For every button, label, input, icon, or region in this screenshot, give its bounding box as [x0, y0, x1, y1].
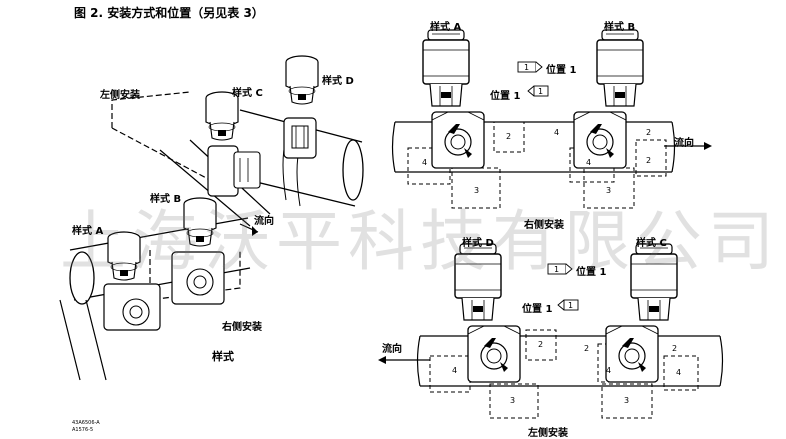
top-flow-label: 流向 [674, 138, 694, 149]
top-num-3b: 3 [606, 186, 612, 195]
top-tag-1-right: 1 [524, 63, 530, 72]
bottom-num-3b: 3 [624, 396, 630, 405]
bottom-position-1-right: 位置 1 [576, 267, 607, 278]
iso-style-c-label: 样式 C [232, 88, 263, 99]
top-num-4b: 4 [422, 158, 428, 167]
bottom-position-1-left: 位置 1 [522, 304, 553, 315]
bottom-tag-1-left: 1 [568, 301, 574, 310]
figure-title: 图 2. 安装方式和位置（另见表 3） [74, 6, 264, 20]
top-right-view [391, 29, 712, 209]
iso-flow-label: 流向 [254, 216, 274, 227]
watermark: 上海沃平科技有限公司 [60, 203, 780, 280]
bottom-tag-1-right: 1 [554, 265, 560, 274]
iso-style-b-label: 样式 B [150, 194, 182, 205]
bottom-num-3a: 3 [510, 396, 516, 405]
top-tag-1-left: 1 [538, 87, 544, 96]
bottom-style-right-label: 样式 C [636, 238, 667, 249]
figure-code-1: 43A6506-A [72, 420, 100, 426]
top-style-left-label: 样式 A [430, 22, 462, 33]
bottom-right-view [378, 243, 724, 419]
top-position-1-right: 位置 1 [546, 65, 577, 76]
bottom-num-4c: 4 [676, 368, 682, 377]
top-num-2b: 2 [646, 156, 652, 165]
bottom-mount-label: 左侧安装 [528, 428, 568, 439]
top-num-2a: 2 [506, 132, 512, 141]
top-num-3a: 3 [474, 186, 480, 195]
iso-left-mount-label: 左侧安装 [100, 90, 140, 101]
top-num-4c: 4 [586, 158, 592, 167]
bottom-style-left-label: 样式 D [462, 238, 494, 249]
figure-code-2: A1576-5 [72, 427, 94, 433]
bottom-flow-label: 流向 [382, 344, 402, 355]
top-position-1-left: 位置 1 [490, 91, 521, 102]
top-mount-label: 右侧安装 [524, 220, 564, 231]
isometric-view [59, 55, 364, 381]
top-num-2c: 2 [646, 128, 652, 137]
top-style-right-label: 样式 B [604, 22, 636, 33]
bottom-num-4b: 4 [606, 366, 612, 375]
iso-right-mount-label: 右侧安装 [222, 322, 262, 333]
iso-style-a-label: 样式 A [72, 226, 104, 237]
bottom-num-2a: 2 [538, 340, 544, 349]
iso-caption: 样式 [212, 350, 234, 363]
top-num-4a: 4 [554, 128, 560, 137]
iso-style-d-label: 样式 D [322, 76, 354, 87]
bottom-num-4a: 4 [452, 366, 458, 375]
bottom-num-2b: 2 [584, 344, 590, 353]
bottom-num-2c: 2 [672, 344, 678, 353]
